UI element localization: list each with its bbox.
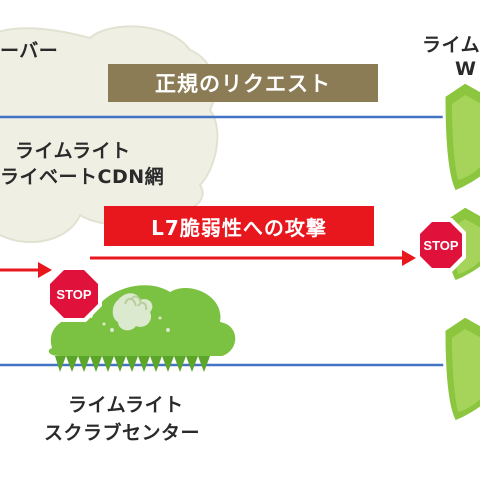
stop-text-right: STOP	[423, 238, 458, 253]
shield-icon-bottom	[442, 314, 480, 424]
attack-arrow-upper	[90, 250, 416, 266]
shield-label-line1: ライム	[422, 34, 480, 56]
cdn-label-line2: ライベートCDN網	[0, 166, 165, 188]
cdn-label-line1: ライムライト	[15, 140, 131, 162]
scrub-cloud	[48, 285, 236, 372]
shield-icon-top	[442, 80, 480, 194]
shield-label-line2: W	[455, 58, 477, 80]
stop-sign-right	[416, 218, 466, 272]
scrub-label-line2: スクラブセンター	[44, 422, 201, 444]
stop-text-left: STOP	[56, 287, 91, 302]
stop-sign-left	[46, 266, 102, 322]
legit-request-label: 正規のリクエスト	[108, 64, 378, 102]
scrub-label-line1: ライムライト	[68, 394, 184, 416]
attack-label: L7脆弱性への攻撃	[104, 206, 374, 246]
origin-server-label: ーバー	[0, 40, 59, 62]
attack-arrow-lower	[0, 262, 52, 278]
